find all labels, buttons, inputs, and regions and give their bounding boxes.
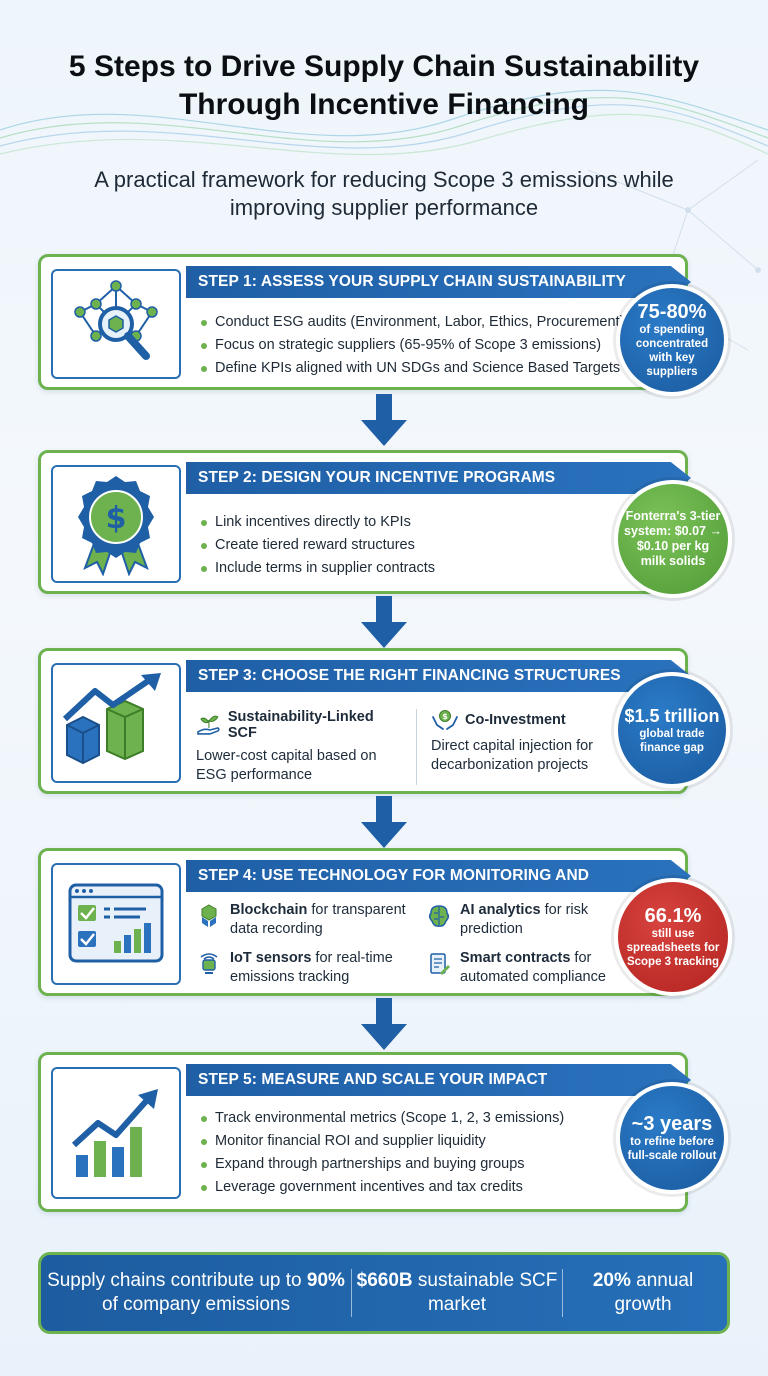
step-5-bullets: Track environmental metrics (Scope 1, 2,… bbox=[201, 1107, 564, 1199]
financing-option-title: Co-Investment bbox=[465, 712, 566, 728]
step-5-title: STEP 5: MEASURE AND SCALE YOUR IMPACT bbox=[186, 1064, 691, 1096]
financing-option: $ Co-Investment Direct capital injection… bbox=[416, 709, 636, 785]
step-3-card: STEP 3: CHOOSE THE RIGHT FINANCING STRUC… bbox=[38, 648, 691, 794]
down-arrow-icon bbox=[361, 394, 407, 446]
step-2-card: $ STEP 2: DESIGN YOUR INCENTIVE PROGRAMS… bbox=[38, 450, 691, 594]
step-4-title: STEP 4: USE TECHNOLOGY FOR MONITORING AN… bbox=[186, 860, 691, 892]
page-title: 5 Steps to Drive Supply Chain Sustainabi… bbox=[68, 50, 700, 121]
badge-value: $1.5 trillion bbox=[624, 706, 720, 726]
footer-divider bbox=[351, 1269, 352, 1317]
badge-caption: global trade finance gap bbox=[639, 728, 705, 754]
step-2-title: STEP 2: DESIGN YOUR INCENTIVE PROGRAMS bbox=[186, 462, 691, 494]
ai-brain-icon bbox=[428, 905, 450, 927]
list-item: Include terms in supplier contracts bbox=[201, 557, 435, 580]
step-4-stat-badge: 66.1% still use spreadsheets for Scope 3… bbox=[614, 878, 732, 996]
blockchain-icon bbox=[201, 904, 217, 927]
badge-value: ~3 years bbox=[631, 1113, 713, 1135]
header: 5 Steps to Drive Supply Chain Sustainabi… bbox=[0, 0, 768, 222]
page-subtitle: A practical framework for reducing Scope… bbox=[94, 167, 674, 220]
financing-option: Sustainability-Linked SCF Lower-cost cap… bbox=[196, 709, 416, 785]
dollar-award-icon: $ bbox=[51, 465, 181, 583]
badge-value: 66.1% bbox=[644, 905, 702, 927]
footer-stat: 20% annual growth bbox=[592, 1270, 694, 1315]
down-arrow-icon bbox=[361, 998, 407, 1050]
list-item: Expand through partnerships and buying g… bbox=[201, 1153, 564, 1176]
plant-hand-icon bbox=[197, 715, 220, 735]
svg-text:$: $ bbox=[106, 501, 127, 536]
badge-caption: to refine before full-scale rollout bbox=[627, 1136, 717, 1162]
list-item: Define KPIs aligned with UN SDGs and Sci… bbox=[201, 357, 624, 380]
step-1-title: STEP 1: ASSESS YOUR SUPPLY CHAIN SUSTAIN… bbox=[186, 266, 691, 298]
coin-hands-icon: $ bbox=[432, 710, 458, 730]
footer-divider bbox=[562, 1269, 563, 1317]
badge-value: 75-80% bbox=[637, 301, 707, 323]
step-2-bullets: Link incentives directly to KPIs Create … bbox=[201, 511, 435, 580]
technology-item: AI analytics for risk prediction bbox=[426, 901, 636, 939]
technology-item: Blockchain for transparent data recordin… bbox=[196, 901, 426, 939]
technology-item: IoT sensors for real-time emissions trac… bbox=[196, 949, 426, 987]
technology-item: Smart contracts for automated compliance bbox=[426, 949, 636, 987]
list-item: Focus on strategic suppliers (65-95% of … bbox=[201, 334, 624, 357]
step-2-stat-badge: Fonterra's 3-tier system: $0.07 → $0.10 … bbox=[614, 480, 732, 598]
badge-caption: still use spreadsheets for Scope 3 track… bbox=[626, 928, 720, 968]
step-1-stat-badge: 75-80% of spending concentrated with key… bbox=[616, 284, 728, 396]
list-item: Monitor financial ROI and supplier liqui… bbox=[201, 1130, 564, 1153]
badge-caption: of spending concentrated with key suppli… bbox=[635, 324, 709, 378]
list-item: Link incentives directly to KPIs bbox=[201, 511, 435, 534]
footer-stat: Supply chains contribute up to 90% of co… bbox=[47, 1270, 345, 1315]
decorative-waves bbox=[0, 89, 768, 156]
technology-list: Blockchain for transparent data recordin… bbox=[196, 901, 636, 987]
step-4-card: STEP 4: USE TECHNOLOGY FOR MONITORING AN… bbox=[38, 848, 691, 996]
list-item: Create tiered reward structures bbox=[201, 534, 435, 557]
list-item: Leverage government incentives and tax c… bbox=[201, 1176, 564, 1199]
step-1-bullets: Conduct ESG audits (Environment, Labor, … bbox=[201, 311, 624, 380]
financing-option-title: Sustainability-Linked SCF bbox=[227, 709, 374, 741]
down-arrow-icon bbox=[361, 796, 407, 848]
list-item: Conduct ESG audits (Environment, Labor, … bbox=[201, 311, 624, 334]
financing-option-desc: Lower-cost capital based on ESG performa… bbox=[196, 748, 377, 783]
step-3-stat-badge: $1.5 trillion global trade finance gap bbox=[614, 672, 730, 788]
footer-stats: Supply chains contribute up to 90% of co… bbox=[38, 1252, 730, 1334]
step-5-stat-badge: ~3 years to refine before full-scale rol… bbox=[616, 1082, 728, 1194]
dashboard-icon bbox=[51, 863, 181, 985]
financing-options: Sustainability-Linked SCF Lower-cost cap… bbox=[196, 709, 636, 785]
down-arrow-icon bbox=[361, 596, 407, 648]
network-magnifier-icon bbox=[51, 269, 181, 379]
svg-text:$: $ bbox=[442, 712, 448, 721]
step-1-card: STEP 1: ASSESS YOUR SUPPLY CHAIN SUSTAIN… bbox=[38, 254, 691, 390]
step-5-card: STEP 5: MEASURE AND SCALE YOUR IMPACT Tr… bbox=[38, 1052, 691, 1212]
step-3-title: STEP 3: CHOOSE THE RIGHT FINANCING STRUC… bbox=[186, 660, 691, 692]
smart-contract-icon bbox=[430, 953, 450, 975]
bar-growth-icon bbox=[51, 1067, 181, 1199]
growth-cubes-icon bbox=[51, 663, 181, 783]
iot-sensor-icon bbox=[200, 953, 218, 974]
footer-stat: $660B sustainable SCF market bbox=[356, 1270, 558, 1315]
financing-option-desc: Direct capital injection for decarboniza… bbox=[431, 738, 593, 773]
list-item: Track environmental metrics (Scope 1, 2,… bbox=[201, 1107, 564, 1130]
badge-caption: Fonterra's 3-tier system: $0.07 → $0.10 … bbox=[624, 509, 722, 568]
